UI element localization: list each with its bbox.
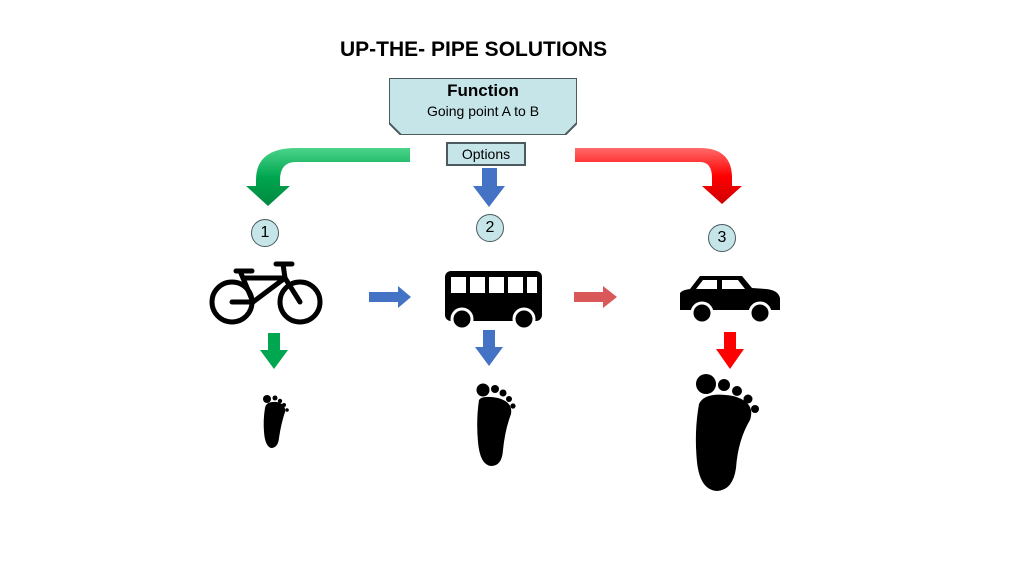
function-box-shape xyxy=(389,78,577,135)
function-subtitle: Going point A to B xyxy=(426,103,540,119)
function-title: Function xyxy=(447,81,519,100)
function-box: Function Going point A to B xyxy=(389,78,577,135)
blue-down-arrow-options xyxy=(473,168,505,207)
bicycle-icon xyxy=(209,261,323,325)
car-icon xyxy=(680,276,780,325)
blue-right-arrow xyxy=(369,286,411,308)
large-footprint-icon xyxy=(695,374,759,491)
green-curved-arrow xyxy=(246,148,410,206)
options-label: Options xyxy=(446,142,526,166)
faded-red-right-arrow xyxy=(574,286,617,308)
green-down-arrow xyxy=(260,333,288,369)
medium-footprint-icon xyxy=(476,383,516,466)
bus-icon xyxy=(445,271,542,331)
blue-down-arrow xyxy=(475,330,503,366)
option-number-3: 3 xyxy=(708,224,736,252)
option-number-2: 2 xyxy=(476,214,504,242)
page-title: UP-THE- PIPE SOLUTIONS xyxy=(340,38,608,61)
small-footprint-icon xyxy=(263,395,289,448)
red-curved-arrow xyxy=(575,148,742,204)
option-number-1: 1 xyxy=(251,219,279,247)
red-down-arrow xyxy=(716,332,744,369)
